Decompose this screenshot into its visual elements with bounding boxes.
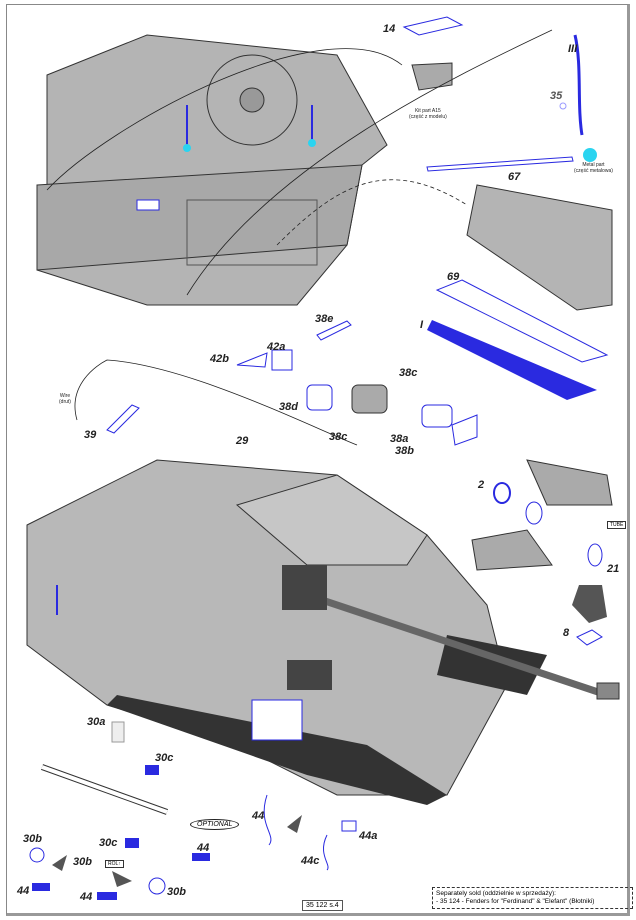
part-label-69: 69 — [447, 271, 460, 283]
bottom-left-parts — [29, 721, 357, 900]
main-vehicle-drawing — [26, 459, 620, 805]
part-label-30c-top: 30c — [155, 752, 174, 764]
part-label-44c: 44c — [301, 855, 320, 867]
part-label-30a: 30a — [87, 716, 106, 728]
tube-tag: TUBE — [607, 521, 627, 529]
part-label-21: 21 — [607, 563, 620, 575]
part-label-44-b: 44 — [80, 891, 93, 903]
part-label-38c-top: 38c — [399, 367, 418, 379]
rol-tag: ROL↑ — [105, 860, 124, 868]
metal-part-text: Metal part — [582, 162, 605, 168]
instruction-sheet: 14 III 35 67 69 I 38e 42b 42a 38d 38c 38… — [6, 4, 633, 916]
separately-sold-note: Separately sold (oddzielnie w sprzedaży)… — [432, 887, 633, 909]
part-label-44-a: 44 — [17, 885, 30, 897]
separately-sold-line1: Separately sold (oddzielnie w sprzedaży)… — [436, 890, 556, 897]
part-label-38d: 38d — [279, 401, 298, 413]
wire-text: Wire — [59, 393, 71, 399]
part-label-38a: 38a — [390, 433, 409, 445]
middle-parts — [74, 320, 478, 446]
kit-part-text-pl: (część z modelu) — [409, 114, 447, 120]
page-reference: 35 122 s.4 — [302, 900, 343, 911]
part-label-29: 29 — [236, 435, 249, 447]
assembly-diagram — [26, 16, 620, 900]
part-label-III: III — [568, 43, 578, 55]
part-label-2: 2 — [478, 479, 485, 491]
wire-note: Wire (drut) — [59, 393, 71, 405]
part-label-39: 39 — [84, 429, 97, 441]
part-label-38c-bottom: 38c — [329, 431, 348, 443]
part-label-14: 14 — [383, 23, 396, 35]
part-label-42a: 42a — [267, 341, 286, 353]
top-right-parts — [46, 16, 613, 400]
kit-part-text: Kit part A15 — [414, 108, 441, 114]
rear-hull-drawing — [36, 34, 388, 306]
part-label-38e: 38e — [315, 313, 334, 325]
part-label-44-d: 44 — [252, 810, 265, 822]
part-label-38b: 38b — [395, 445, 414, 457]
metal-part-text-pl: (część metalowa) — [574, 168, 613, 174]
part-label-44a: 44a — [359, 830, 378, 842]
kit-part-note: Kit part A15 (część z modelu) — [409, 108, 447, 120]
part-label-8: 8 — [563, 627, 570, 639]
part-label-30b-left: 30b — [23, 833, 42, 845]
separately-sold-line2: - 35 124 - Fenders for "Ferdinand" & "El… — [436, 898, 595, 905]
part-label-42b: 42b — [210, 353, 229, 365]
part-label-I: I — [420, 319, 424, 331]
metal-part-note: Metal part (część metalowa) — [574, 162, 613, 174]
part-label-35: 35 — [550, 90, 563, 102]
part-label-30b-right: 30b — [167, 886, 186, 898]
part-label-44-c: 44 — [197, 842, 210, 854]
wire-text-pl: (drut) — [59, 399, 71, 405]
part-label-30c-bottom: 30c — [99, 837, 118, 849]
part-label-67: 67 — [508, 171, 521, 183]
optional-label: OPTIONAL — [190, 819, 240, 830]
part-label-30b-mid: 30b — [73, 856, 92, 868]
right-parts — [471, 459, 613, 646]
